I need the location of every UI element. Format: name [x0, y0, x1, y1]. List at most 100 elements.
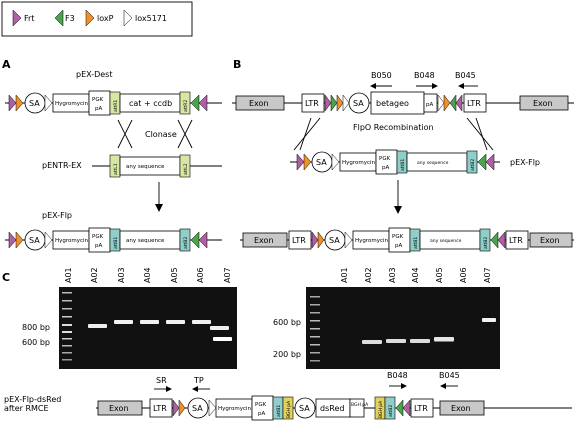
f3-symbol	[190, 231, 200, 249]
legend-f3: F3	[65, 14, 75, 23]
frt-symbol	[455, 94, 463, 112]
attb2-label: attB2	[388, 405, 394, 417]
lox5171-symbol	[44, 94, 53, 112]
any-sequence-label: any sequence	[417, 161, 449, 166]
ladder-band	[62, 316, 72, 318]
f3-symbol	[490, 231, 499, 249]
gel1-band-a06	[210, 326, 229, 330]
trap-locus: Exon LTR SA betageo pA LTR Exon	[232, 91, 574, 115]
frt-symbol	[12, 9, 22, 27]
attb2-label: attB2	[183, 237, 189, 249]
any-sequence-label: any sequence	[126, 238, 165, 244]
frt-symbol	[485, 153, 495, 171]
pex-flp-construct-b: SA Hygromycin PGK pA attB1 any sequence …	[290, 149, 540, 175]
primer-b050: B050	[370, 71, 392, 89]
ladder-band	[62, 338, 72, 340]
ltr-box	[301, 93, 325, 113]
gel1-lane-a03: A03	[117, 267, 126, 283]
primer-sr-label: SR	[156, 376, 167, 385]
gel-1: A01 A02 A03 A04 A05 A06 A07 800 bp 600 b…	[22, 267, 237, 369]
primer-tp-label: TP	[193, 376, 204, 385]
bgh-pa-box	[349, 398, 365, 418]
any-sequence-label: any sequence	[126, 164, 165, 170]
frt-symbol	[296, 153, 305, 171]
gel2-band-a03	[386, 339, 406, 343]
pex-flp-title-b: pEX-Flp	[510, 158, 540, 167]
ltr-label: LTR	[509, 236, 523, 245]
exon-label: Exon	[254, 236, 274, 245]
gel2-image	[306, 287, 500, 369]
frt-symbol	[311, 231, 319, 249]
attb2-box	[179, 228, 191, 252]
ladder-band	[310, 344, 320, 346]
arrow-left-icon	[370, 83, 376, 89]
arrow-down-icon	[394, 206, 402, 214]
lox5171-symbol	[44, 231, 53, 249]
gel1-image	[59, 287, 237, 369]
hygromycin-label: Hygromycin	[55, 101, 89, 107]
primer-b048-label: B048	[414, 71, 435, 80]
pgk-label: PGK	[255, 402, 267, 408]
primer-b048: B048	[414, 71, 438, 89]
pa-label: pA	[95, 243, 102, 249]
primer-b045: B045	[455, 71, 478, 89]
gel2-band-a07	[482, 318, 496, 322]
ladder-band	[62, 352, 72, 354]
construct-name-line1: pEX-Flp-dsRed	[4, 395, 61, 404]
gel2-lane-a02: A02	[364, 267, 373, 283]
gel2-lane-a04: A04	[411, 267, 420, 283]
arrow-left-icon	[440, 383, 446, 389]
frt-symbol	[8, 231, 17, 249]
sa-label: SA	[29, 99, 40, 108]
bgh-pa-label: BGH pA	[286, 400, 292, 418]
gel2-band-a04	[410, 339, 430, 343]
pgk-label: PGK	[92, 234, 104, 240]
sa-circle	[294, 397, 316, 419]
exon-label: Exon	[109, 404, 129, 413]
lox5171-symbol	[342, 94, 350, 112]
pgk-label: PGK	[379, 156, 391, 162]
exon-label: Exon	[249, 99, 269, 108]
gel1-band-a02	[114, 320, 133, 324]
pa-label: pA	[382, 165, 389, 171]
ladder-band	[310, 304, 320, 306]
ltr-box	[149, 398, 173, 418]
cat-ccdb-label: cat + ccdb	[129, 99, 172, 108]
sa-label: SA	[29, 236, 40, 245]
attb2-label: attB2	[470, 159, 476, 171]
pex-flp-construct-a: pEX-Flp SA Hygromycin PGK pA attB1 any s…	[5, 211, 222, 253]
ltr-box	[505, 230, 529, 250]
gel1-lane-a05: A05	[170, 267, 179, 283]
gel1-lane-a01: A01	[64, 267, 73, 283]
exon-label: Exon	[540, 236, 560, 245]
ladder-band	[310, 360, 320, 362]
attb1-label: attB1	[113, 237, 119, 249]
lox5171-symbol	[208, 399, 217, 417]
lox5171-symbol	[437, 94, 445, 112]
pex-flp-title-a: pEX-Flp	[42, 211, 72, 220]
loxp-symbol	[85, 9, 95, 27]
sa-circle	[187, 397, 209, 419]
loxp-symbol	[303, 153, 312, 171]
attb1-label: attB1	[276, 405, 282, 417]
gel2-lane-a06: A06	[459, 267, 468, 283]
legend-lox5171: lox5171	[135, 14, 167, 23]
ladder-band	[62, 308, 72, 310]
exon-box	[519, 95, 569, 111]
ladder-band	[310, 328, 320, 330]
gel1-band-a03	[140, 320, 159, 324]
f3-symbol	[330, 94, 338, 112]
pa-box	[423, 93, 438, 113]
panel-a-label: A	[2, 58, 11, 71]
gel2-marker-600: 600 bp	[273, 318, 301, 327]
lox5171-symbol	[123, 9, 133, 27]
lox5171-symbol	[344, 231, 353, 249]
pa-label: pA	[258, 411, 265, 417]
gel2-lane-a01: A01	[340, 267, 349, 283]
exon-box	[439, 400, 485, 416]
frt-symbol	[198, 231, 208, 249]
frt-symbol	[497, 231, 506, 249]
loxp-symbol	[443, 94, 451, 112]
f3-symbol	[54, 9, 64, 27]
lox5171-symbol	[331, 153, 340, 171]
